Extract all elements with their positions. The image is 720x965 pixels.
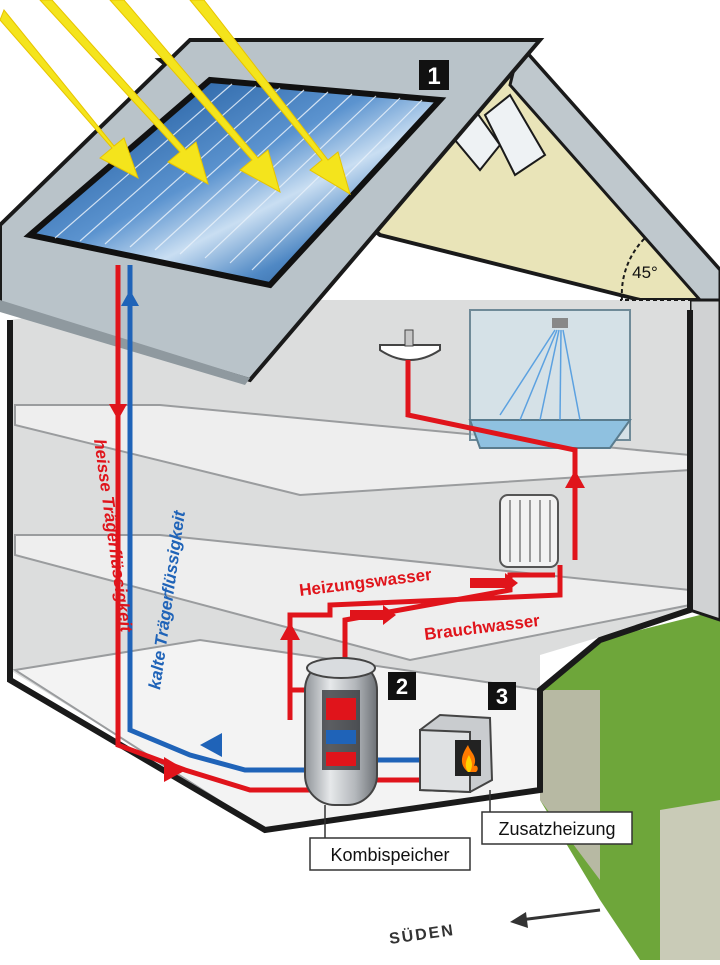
- combi-storage-label: Kombispeicher: [330, 845, 449, 865]
- badge-3-text: 3: [496, 684, 508, 709]
- badge-3: 3: [488, 682, 516, 710]
- south-arrow-icon: [510, 912, 528, 928]
- auxiliary-boiler: [419, 713, 494, 794]
- hot-pipe-arrows: [109, 404, 585, 782]
- cold-pipe-arrows: [121, 290, 222, 757]
- shower-spray: [499, 329, 581, 421]
- angle-marker: 45°: [620, 237, 720, 301]
- radiator: [499, 494, 559, 568]
- badge-2: 2: [388, 672, 416, 700]
- south-label: SÜDEN: [388, 920, 456, 948]
- bathroom: [379, 309, 632, 449]
- sink: [379, 344, 441, 361]
- side-wall: [688, 298, 720, 622]
- sun-rays: [0, 0, 351, 196]
- badge-1: 1: [419, 60, 449, 90]
- badge-1-text: 1: [427, 63, 440, 90]
- callout-kombispeicher: Kombispeicher: [309, 805, 471, 871]
- callout-zusatzheizung: Zusatzheizung: [481, 790, 633, 845]
- aux-heating-label: Zusatzheizung: [498, 819, 615, 839]
- combi-storage-tank: [304, 657, 378, 806]
- cold-pipe: [127, 265, 420, 773]
- badge-2-text: 2: [396, 674, 408, 699]
- south-indicator: SÜDEN: [388, 908, 601, 948]
- angle-label: 45°: [632, 263, 658, 282]
- house-outline: [7, 310, 693, 834]
